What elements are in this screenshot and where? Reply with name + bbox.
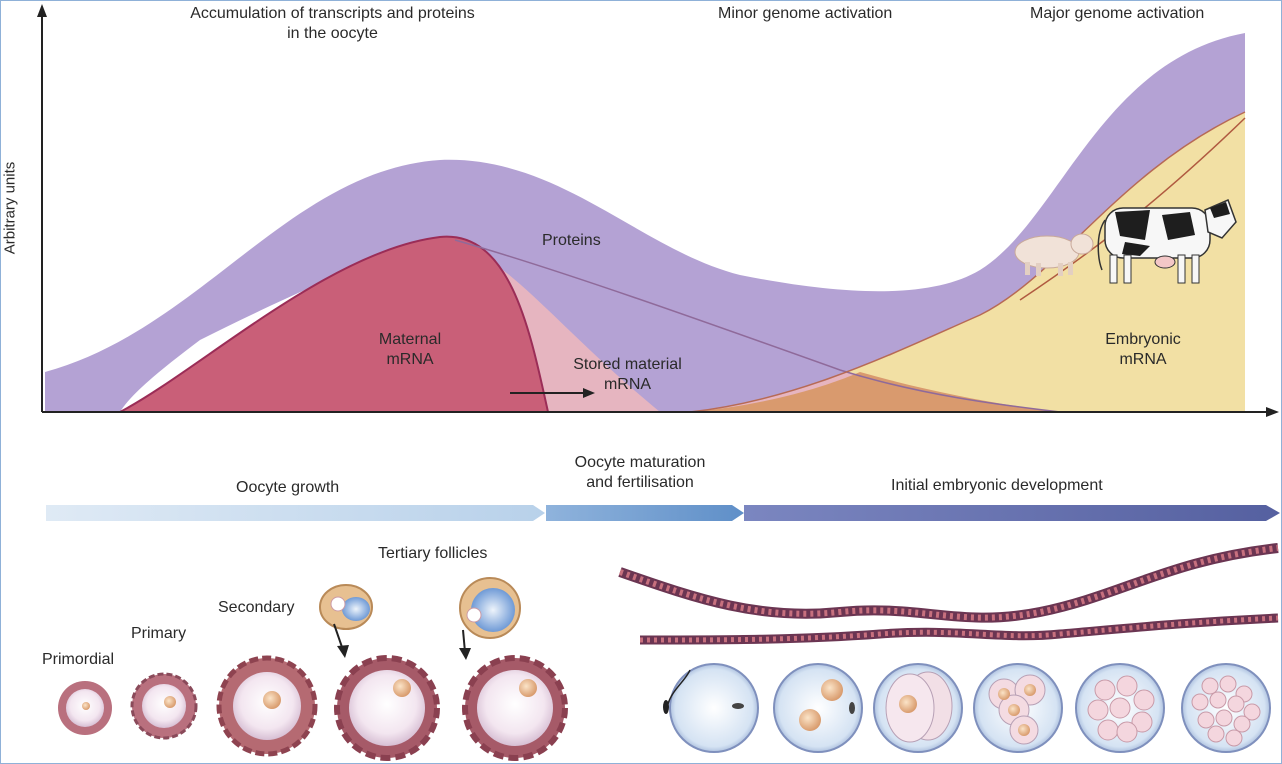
development-arrow [744,505,1280,521]
maturation-arrow [546,505,744,521]
maternal-mrna-label: Maternal mRNA [365,330,455,370]
embryo-zygote [773,663,863,753]
major-activation-label: Major genome activation [1030,5,1205,22]
primordial-label: Primordial [42,651,115,668]
accumulation-label-line1: Accumulation of transcripts and proteins [190,5,475,22]
embryonic-mrna-label: Embryonic mRNA [1093,330,1193,370]
follicle-secondary [216,655,318,757]
follicle-primordial [58,681,112,735]
secondary-label: Secondary [218,599,295,616]
primary-label: Primary [131,625,187,642]
embryonic-label-line2: mRNA [1119,351,1167,368]
curves-area [45,33,1246,413]
maternal-label-line2: mRNA [386,351,434,368]
initial-development-label: Initial embryonic development [891,477,1103,494]
embryo-fertilisation [663,663,759,753]
maturation-label-line2: and fertilisation [586,474,694,491]
stage-arrows [46,505,1280,521]
embryo-4-cell [973,663,1063,753]
pig-illustration [1014,233,1094,276]
follicle-tertiary-2 [459,577,568,761]
stored-label-line2: mRNA [603,376,652,393]
proteins-label: Proteins [542,232,601,249]
embryo-2-cell [873,663,963,753]
y-axis-label: Arbitrary units [1,161,19,255]
maternal-mrna-area [120,236,548,412]
tertiary-follicles-label: Tertiary follicles [378,545,488,562]
minor-activation-label: Minor genome activation [718,5,893,22]
cow-illustration [1097,198,1237,284]
embryonic-label-line1: Embryonic [1105,331,1181,348]
oocyte-growth-label: Oocyte growth [236,479,340,496]
accumulation-label-line2: in the oocyte [287,25,378,42]
follicle-primary [130,672,198,740]
maturation-label: Oocyte maturation and fertilisation [555,453,725,493]
stored-mrna-label: Stored material mRNA [570,355,685,395]
stored-label-line1: Stored material [573,356,682,373]
oviduct-illustration [618,543,1279,645]
overlap-area [690,372,1060,412]
embryo-morula [1181,663,1271,753]
oocyte-growth-arrow [46,505,545,521]
embryonic-mrna-area [690,112,1245,412]
embryo-8-cell [1075,663,1165,753]
proteins-band [45,33,1245,412]
axes [37,4,1279,417]
stored-mrna-area [455,240,1060,412]
maturation-label-line1: Oocyte maturation [574,454,706,471]
accumulation-label: Accumulation of transcripts and proteins… [160,4,505,44]
follicle-tertiary-1 [319,584,440,761]
maternal-label-line1: Maternal [378,331,442,348]
